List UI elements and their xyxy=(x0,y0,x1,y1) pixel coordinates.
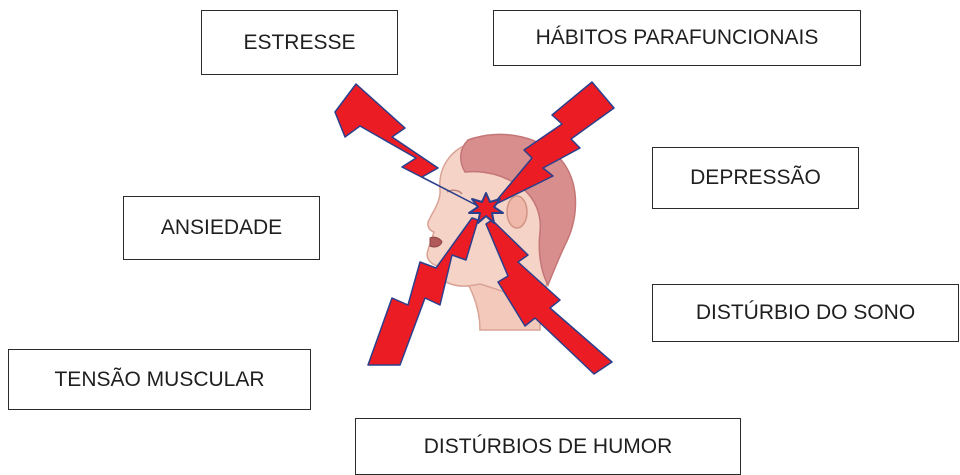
label-ansiedade: ANSIEDADE xyxy=(123,196,320,260)
label-tensao-muscular: TENSÃO MUSCULAR xyxy=(8,349,311,410)
label-disturbios-de-humor: DISTÚRBIOS DE HUMOR xyxy=(355,418,741,475)
label-depressao: DEPRESSÃO xyxy=(652,147,859,209)
label-disturbio-do-sono: DISTÚRBIO DO SONO xyxy=(652,284,959,342)
label-habitos-parafuncionais: HÁBITOS PARAFUNCIONAIS xyxy=(493,10,861,66)
label-estresse: ESTRESSE xyxy=(201,10,398,75)
